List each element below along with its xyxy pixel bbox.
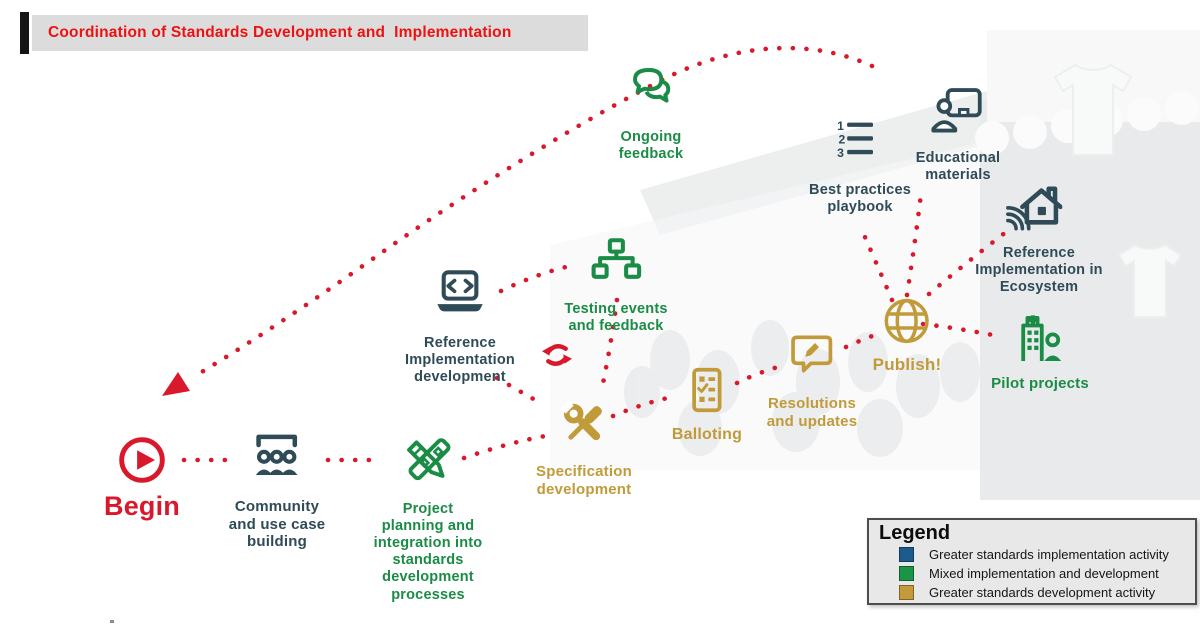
title-strip: Coordination of Standards Development an… <box>32 15 588 51</box>
crossed-tools-icon <box>558 398 610 450</box>
legend-label-development: Greater standards development activity <box>929 585 1156 600</box>
educational-materials-label: Educational materials <box>915 150 1001 184</box>
sitemap-icon <box>590 237 642 289</box>
reference-implementation-ecosystem-label: Reference Implementation in Ecosystem <box>975 245 1103 296</box>
pilot-projects-label: Pilot projects <box>991 375 1089 392</box>
chat-bubbles-icon <box>623 63 679 119</box>
laptop-code-icon <box>431 266 489 324</box>
page-title: Coordination of Standards Development an… <box>48 24 512 41</box>
publish-label: Publish! <box>872 355 942 374</box>
svg-text:3: 3 <box>837 146 844 160</box>
legend-swatch-implementation <box>899 547 914 562</box>
title-accent-bar <box>20 12 29 54</box>
iteration-cycle-icon <box>537 335 577 375</box>
smart-home-wifi-icon <box>1004 177 1062 235</box>
legend-panel: Legend Greater standards implementation … <box>867 518 1197 605</box>
node-project-planning: Project planning and integration into st… <box>374 433 483 604</box>
node-resolutions-updates: Resolutions and updates <box>767 330 858 430</box>
legend-item-development: Greater standards development activity <box>899 585 1195 600</box>
svg-text:1: 1 <box>837 119 844 133</box>
comment-edit-icon <box>786 330 838 382</box>
node-specification-development: Specification development <box>536 398 632 498</box>
node-best-practices-playbook: 1 2 3 Best practices playbook <box>804 119 911 216</box>
stray-mark <box>110 620 114 623</box>
legend-label-implementation: Greater standards implementation activit… <box>929 547 1169 562</box>
node-reference-implementation-development: Reference Implementation development <box>405 266 515 386</box>
cycle-arrows-icon <box>537 335 577 375</box>
node-balloting: Balloting <box>672 366 742 445</box>
reference-implementation-development-label: Reference Implementation development <box>405 335 515 386</box>
node-pilot-projects: Pilot projects <box>991 312 1089 393</box>
numbered-list-icon: 1 2 3 <box>832 119 878 165</box>
best-practices-playbook-label: Best practices playbook <box>809 182 911 216</box>
node-ongoing-feedback: Ongoing feedback <box>619 63 683 163</box>
ballot-checklist-icon <box>683 366 731 414</box>
legend-item-implementation: Greater standards implementation activit… <box>899 547 1195 562</box>
balloting-label: Balloting <box>671 426 743 443</box>
presenter-screen-icon <box>931 85 985 139</box>
node-community: Community and use case building <box>229 426 326 551</box>
design-tools-icon <box>400 433 456 489</box>
audience-icon <box>248 426 306 484</box>
globe-icon <box>882 296 932 346</box>
flow-arrowhead <box>162 372 190 396</box>
legend-swatch-development <box>899 585 914 600</box>
node-educational-materials: Educational materials <box>916 85 1000 184</box>
community-label: Community and use case building <box>228 498 326 551</box>
title-bar: Coordination of Standards Development an… <box>20 12 588 54</box>
building-person-icon <box>1013 312 1067 366</box>
ongoing-feedback-label: Ongoing feedback <box>618 129 684 163</box>
legend-item-mixed: Mixed implementation and development <box>899 566 1195 581</box>
node-publish: Publish! <box>873 296 942 375</box>
specification-development-label: Specification development <box>536 463 632 498</box>
svg-text:2: 2 <box>838 132 845 146</box>
legend-title: Legend <box>879 522 951 544</box>
node-begin: Begin <box>104 434 180 523</box>
node-reference-implementation-ecosystem: Reference Implementation in Ecosystem <box>969 177 1103 296</box>
legend-swatch-mixed <box>899 566 914 581</box>
play-icon <box>116 434 168 486</box>
project-planning-label: Project planning and integration into st… <box>373 501 483 603</box>
resolutions-updates-label: Resolutions and updates <box>766 395 858 430</box>
testing-events-label: Testing events and feedback <box>564 301 668 335</box>
node-testing-events: Testing events and feedback <box>564 237 667 335</box>
begin-label: Begin <box>103 491 181 521</box>
legend-label-mixed: Mixed implementation and development <box>929 566 1159 581</box>
